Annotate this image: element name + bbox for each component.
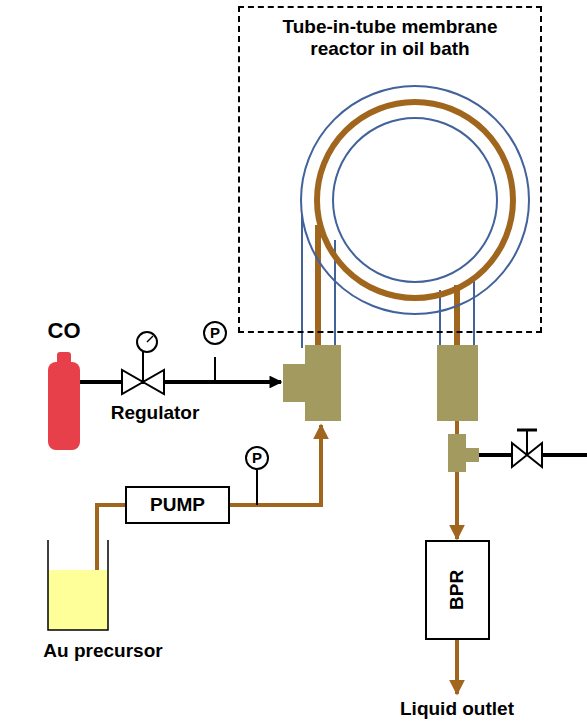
liquid-feed-line — [48, 425, 321, 630]
pressure-gauge: P — [245, 446, 269, 470]
component-label: Au precursor — [41, 640, 164, 662]
membrane-coil — [301, 86, 529, 348]
unit-name: PUMP — [150, 494, 205, 516]
unit-name: BPR — [447, 570, 469, 610]
gauge-symbol-text: P — [252, 449, 262, 466]
gas-name: CO — [46, 318, 83, 344]
gauge-symbol-text: P — [210, 324, 220, 341]
component-label: Regulator — [109, 402, 202, 424]
reactor-region: Tube-in-tube membrane reactor in oil bat… — [238, 6, 542, 333]
pump-box: PUMP — [125, 486, 230, 524]
region-title: Tube-in-tube membrane reactor in oil bat… — [259, 16, 521, 60]
co-gas-line — [48, 332, 281, 450]
outlet-label: Liquid outlet — [398, 698, 516, 720]
bpr-box: BPR — [425, 540, 490, 640]
tube-fitting — [283, 345, 479, 472]
pressure-gauge: P — [203, 321, 227, 345]
